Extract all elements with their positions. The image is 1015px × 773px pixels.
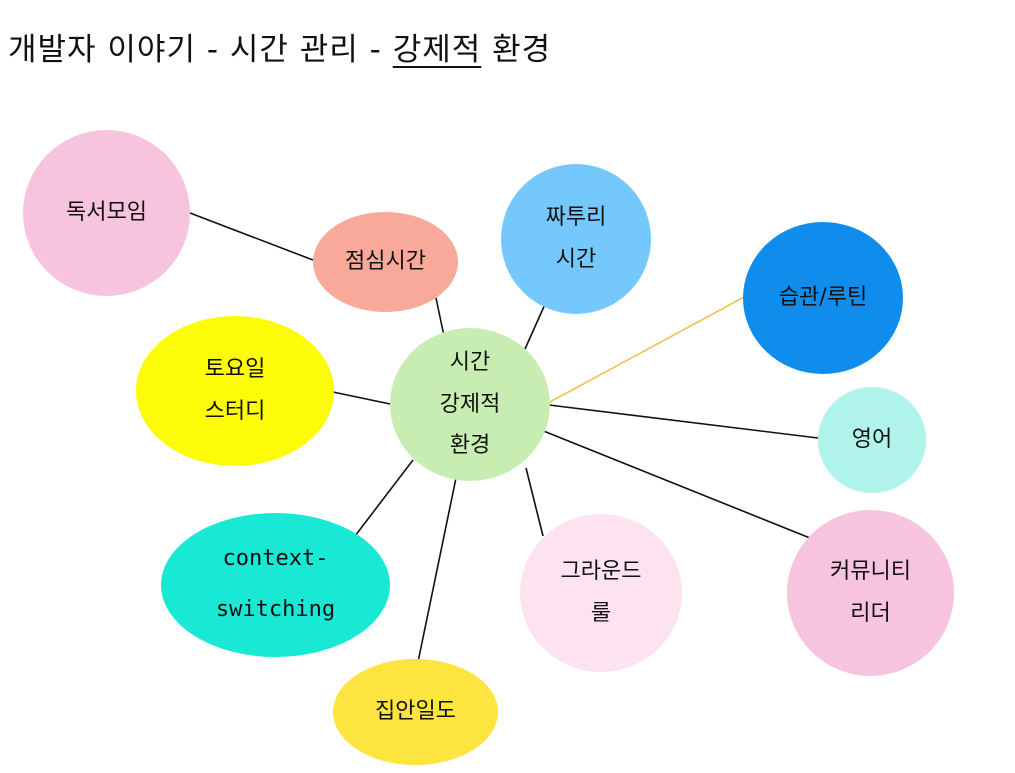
node-spare: 짜투리 시간	[501, 164, 651, 314]
node-center: 시간 강제적 환경	[390, 328, 550, 481]
node-reading: 독서모임	[23, 130, 190, 296]
node-community: 커뮤니티 리더	[787, 510, 954, 676]
link-habit	[547, 295, 747, 404]
link-lunch	[435, 297, 445, 337]
node-habit: 습관/루틴	[743, 222, 903, 374]
link-saturday	[332, 391, 391, 405]
node-focus: 집안일도	[333, 659, 498, 765]
link-community	[540, 429, 811, 539]
link-reading	[189, 212, 314, 261]
node-ground-rule: 그라운드 룰	[520, 514, 682, 672]
title-underlined-word: 강제적	[392, 32, 482, 68]
link-ground	[525, 467, 544, 537]
link-spare	[524, 301, 547, 350]
node-context-switching: context- switching	[161, 513, 390, 657]
link-focus	[417, 477, 457, 663]
link-english	[548, 404, 819, 439]
node-saturday: 토요일 스터디	[136, 316, 334, 466]
page-title: 개발자 이야기 - 시간 관리 - 강제적 환경	[8, 32, 552, 68]
node-lunch: 점심시간	[313, 212, 458, 312]
link-context	[354, 459, 414, 537]
node-english: 영어	[818, 387, 926, 493]
